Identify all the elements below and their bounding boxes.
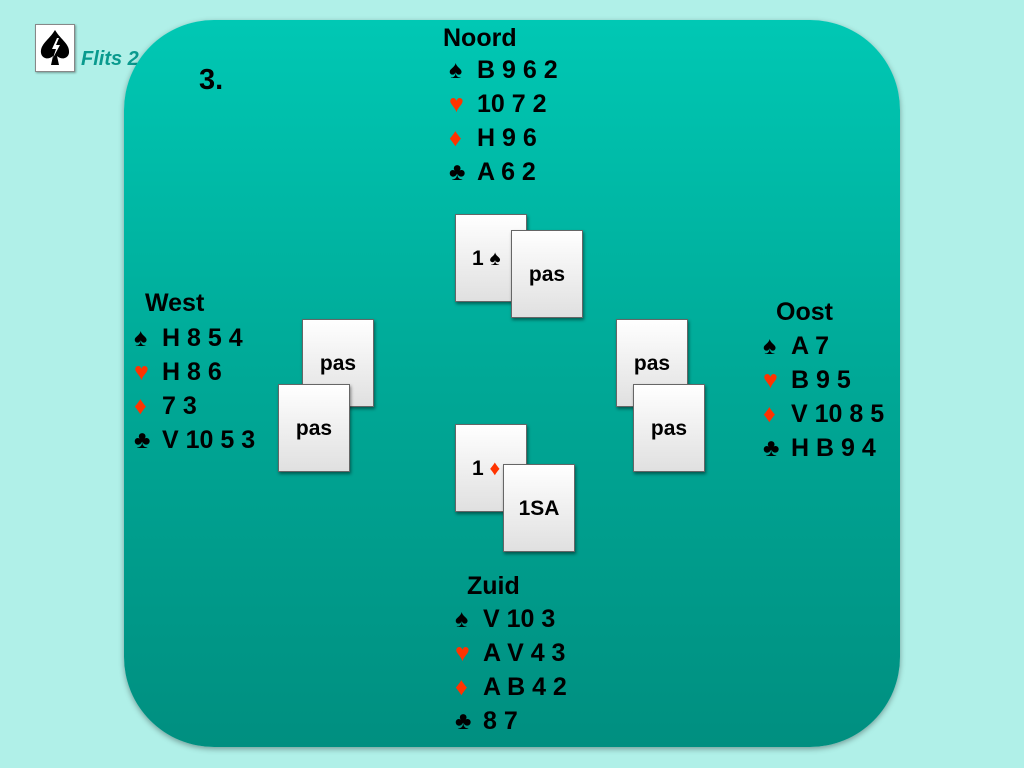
north-diamonds-row: ♦ H 9 6 xyxy=(449,124,558,158)
west-diamonds-row: ♦ 7 3 xyxy=(134,392,255,426)
diamond-icon: ♦ xyxy=(455,673,468,701)
south-hand: ♠ V 10 3 ♥ A V 4 3 ♦ A B 4 2 ♣ 8 7 xyxy=(455,605,567,741)
west-name: West xyxy=(145,289,205,317)
north-spades: B 9 6 2 xyxy=(477,56,558,84)
heart-icon: ♥ xyxy=(134,358,149,386)
bid-west-1-label: pas xyxy=(319,352,357,375)
west-hearts: H 8 6 xyxy=(162,358,222,386)
west-spades-row: ♠ H 8 5 4 xyxy=(134,324,255,358)
spade-icon: ♠ xyxy=(489,247,501,270)
bid-east-1-label: pas xyxy=(633,352,671,375)
east-clubs-row: ♣ H B 9 4 xyxy=(763,434,884,468)
bid-north-1-label: 1 ♠ xyxy=(472,247,526,271)
heart-icon: ♥ xyxy=(449,90,464,118)
diamond-icon: ♦ xyxy=(763,400,776,428)
south-spades: V 10 3 xyxy=(483,605,556,633)
west-diamonds: 7 3 xyxy=(162,392,197,420)
east-name: Oost xyxy=(776,298,833,326)
bid-card-west-2: pas xyxy=(278,384,350,472)
south-spades-row: ♠ V 10 3 xyxy=(455,605,567,639)
heart-icon: ♥ xyxy=(455,639,470,667)
spade-icon: ♠ xyxy=(134,324,148,352)
spade-icon: ♠ xyxy=(763,332,777,360)
board-number: 3. xyxy=(199,64,224,96)
bid-north-2-label: pas xyxy=(528,263,566,286)
spade-icon: ♠ xyxy=(449,56,463,84)
north-name: Noord xyxy=(443,24,517,52)
spade-icon: ♠ xyxy=(455,605,469,633)
bid-east-2-label: pas xyxy=(650,417,688,440)
north-hearts-row: ♥ 10 7 2 xyxy=(449,90,558,124)
bid-south-1-label: 1 ♦ xyxy=(472,457,526,481)
west-hearts-row: ♥ H 8 6 xyxy=(134,358,255,392)
south-diamonds-row: ♦ A B 4 2 xyxy=(455,673,567,707)
heart-icon: ♥ xyxy=(763,366,778,394)
logo-label: Flits 2 xyxy=(81,48,139,70)
south-diamonds: A B 4 2 xyxy=(483,673,567,701)
south-clubs: 8 7 xyxy=(483,707,518,735)
spade-logo-graphic xyxy=(40,30,70,65)
bid-south-1-level: 1 xyxy=(472,457,484,480)
club-icon: ♣ xyxy=(449,158,466,186)
bid-card-north-2: pas xyxy=(511,230,583,318)
bid-west-2-label: pas xyxy=(295,417,333,440)
club-icon: ♣ xyxy=(134,426,151,454)
south-hearts: A V 4 3 xyxy=(483,639,566,667)
north-clubs: A 6 2 xyxy=(477,158,536,186)
west-hand: ♠ H 8 5 4 ♥ H 8 6 ♦ 7 3 ♣ V 10 5 3 xyxy=(134,324,255,460)
north-clubs-row: ♣ A 6 2 xyxy=(449,158,558,192)
north-spades-row: ♠ B 9 6 2 xyxy=(449,56,558,90)
east-hearts: B 9 5 xyxy=(791,366,851,394)
east-diamonds-row: ♦ V 10 8 5 xyxy=(763,400,884,434)
east-hand: ♠ A 7 ♥ B 9 5 ♦ V 10 8 5 ♣ H B 9 4 xyxy=(763,332,884,468)
diamond-icon: ♦ xyxy=(449,124,462,152)
diamond-icon: ♦ xyxy=(489,457,501,480)
club-icon: ♣ xyxy=(763,434,780,462)
spade-lightning-icon xyxy=(35,24,75,72)
south-hearts-row: ♥ A V 4 3 xyxy=(455,639,567,673)
east-spades: A 7 xyxy=(791,332,829,360)
bid-south-2-label: 1SA xyxy=(518,497,560,520)
north-hearts: 10 7 2 xyxy=(477,90,547,118)
club-icon: ♣ xyxy=(455,707,472,735)
bridge-table xyxy=(124,20,900,747)
west-clubs-row: ♣ V 10 5 3 xyxy=(134,426,255,460)
north-diamonds: H 9 6 xyxy=(477,124,537,152)
diamond-icon: ♦ xyxy=(134,392,147,420)
east-diamonds: V 10 8 5 xyxy=(791,400,885,428)
north-hand: ♠ B 9 6 2 ♥ 10 7 2 ♦ H 9 6 ♣ A 6 2 xyxy=(449,56,558,192)
bid-card-east-2: pas xyxy=(633,384,705,472)
east-clubs: H B 9 4 xyxy=(791,434,876,462)
south-name: Zuid xyxy=(467,572,520,600)
bid-card-south-2: 1SA xyxy=(503,464,575,552)
bid-north-1-level: 1 xyxy=(472,247,484,270)
south-clubs-row: ♣ 8 7 xyxy=(455,707,567,741)
west-spades: H 8 5 4 xyxy=(162,324,243,352)
east-spades-row: ♠ A 7 xyxy=(763,332,884,366)
west-clubs: V 10 5 3 xyxy=(162,426,256,454)
east-hearts-row: ♥ B 9 5 xyxy=(763,366,884,400)
